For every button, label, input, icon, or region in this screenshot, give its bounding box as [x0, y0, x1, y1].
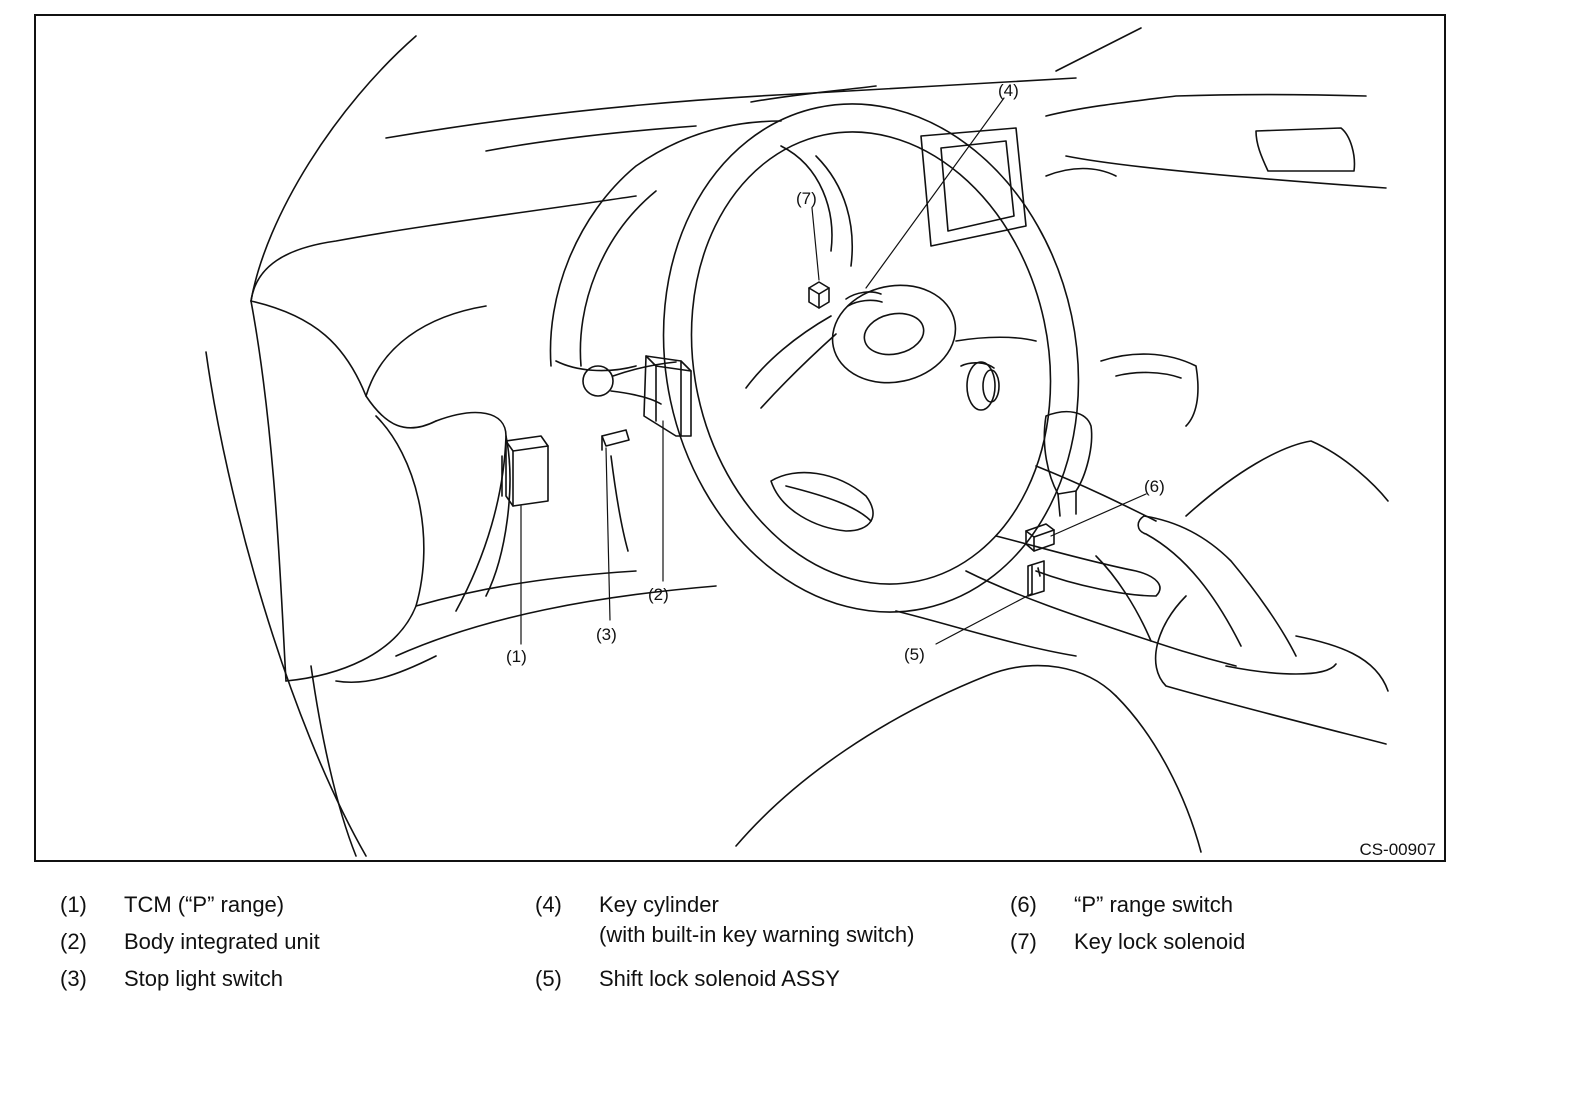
callout-2: (2) — [648, 585, 669, 604]
callout-7: (7) — [796, 189, 817, 208]
legend-num: (3) — [60, 966, 87, 991]
legend-num: (1) — [60, 892, 87, 917]
body-integrated-unit — [643, 355, 692, 437]
parking-brake-console — [1137, 440, 1389, 745]
legend-num: (7) — [1010, 929, 1037, 954]
legend-text: Body integrated unit — [124, 929, 320, 954]
legend-num: (6) — [1010, 892, 1037, 917]
left-knee-panel — [250, 300, 717, 684]
legend-num: (5) — [535, 966, 562, 991]
legend-text: Key cylinder — [599, 892, 719, 917]
legend-subtext: (with built-in key warning switch) — [599, 922, 915, 947]
stop-light-switch — [582, 361, 677, 552]
figure-id: CS-00907 — [1359, 840, 1436, 859]
center-vents — [966, 353, 1199, 427]
legend-text: Key lock solenoid — [1074, 929, 1246, 954]
callout-leader-lines — [520, 97, 1147, 645]
callout-3: (3) — [596, 625, 617, 644]
callout-4: (4) — [998, 81, 1019, 100]
legend-text: Shift lock solenoid ASSY — [599, 966, 840, 991]
seat-outlines — [735, 610, 1202, 853]
callout-6: (6) — [1144, 477, 1165, 496]
dashboard-upper-panel — [250, 77, 1387, 302]
legend-text: Stop light switch — [124, 966, 283, 991]
tcm-module — [501, 435, 549, 507]
legend-num: (4) — [535, 892, 562, 917]
dashboard-line-drawing: (1) (2) (3) (4) (5) (6) (7) CS-00907 — [205, 27, 1436, 859]
shift-lever-console — [965, 410, 1237, 667]
key-cylinder — [845, 291, 883, 307]
instrument-cluster-hood — [549, 120, 854, 372]
legend-num: (2) — [60, 929, 87, 954]
callout-5: (5) — [904, 645, 925, 664]
legend-text: “P” range switch — [1074, 892, 1233, 917]
steering-wheel — [662, 103, 1080, 613]
diagram-frame: (1) (2) (3) (4) (5) (6) (7) CS-00907 — [34, 14, 1446, 862]
callout-1: (1) — [506, 647, 527, 666]
windshield-pillar — [205, 27, 1142, 857]
key-lock-solenoid — [808, 281, 830, 309]
legend-text: TCM (“P” range) — [124, 892, 285, 917]
